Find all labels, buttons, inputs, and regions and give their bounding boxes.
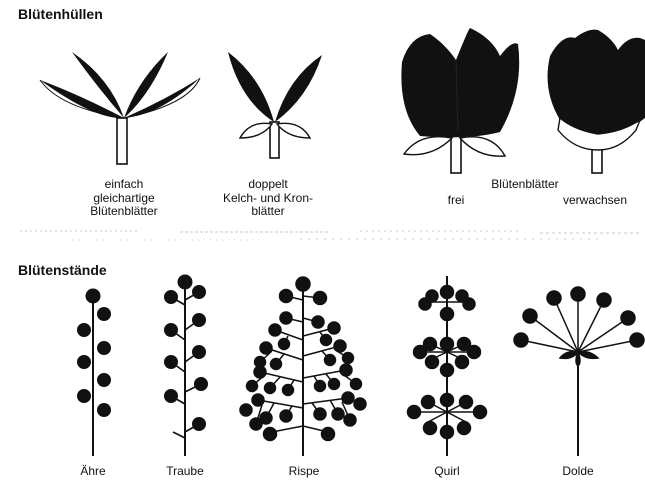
- label-spike: Ähre: [63, 465, 123, 479]
- label-umbel: Dolde: [543, 465, 613, 479]
- inflorescence-raceme-figure: [165, 275, 208, 456]
- scan-noise: [0, 226, 645, 244]
- petals-free-figure: [401, 28, 519, 173]
- inflorescence-spike-figure: [78, 289, 111, 456]
- label-petals-group: Blütenblätter: [465, 178, 585, 192]
- label-perianth-double: doppelt Kelch- und Kron- blätter: [208, 178, 328, 219]
- label-panicle: Rispe: [269, 465, 339, 479]
- inflorescence-panicle-figure: [240, 277, 366, 456]
- label-petals-free: frei: [426, 194, 486, 208]
- inflorescence-whorl-figure: [408, 276, 487, 456]
- label-raceme: Traube: [150, 465, 220, 479]
- petals-fused-figure: [548, 30, 645, 173]
- label-petals-fused: verwachsen: [550, 194, 640, 208]
- perianth-double-figure: [228, 52, 322, 158]
- label-perianth-simple: einfach gleichartige Blütenblätter: [74, 178, 174, 219]
- perianth-simple-figure: [40, 52, 200, 164]
- label-whorl: Quirl: [412, 465, 482, 479]
- inflorescence-umbel-figure: [514, 287, 644, 456]
